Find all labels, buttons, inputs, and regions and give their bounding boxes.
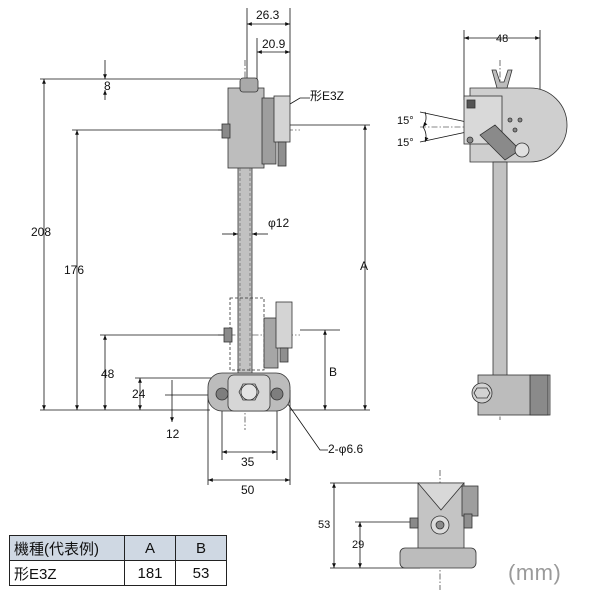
table-row: 形E3Z 181 53 xyxy=(9,560,227,586)
label-dim-12: 12 xyxy=(166,427,180,441)
spec-table: 機種(代表例) A B 形E3Z 181 53 xyxy=(9,535,227,586)
spec-cell-a: 181 xyxy=(124,560,176,586)
side-view: 48 15° 15° xyxy=(397,30,568,420)
spec-table-header-row: 機種(代表例) A B xyxy=(9,535,227,561)
unit-label: (mm) xyxy=(508,560,562,585)
label-dim-208: 208 xyxy=(31,225,51,239)
upper-clamp xyxy=(227,87,265,169)
label-dim-50: 50 xyxy=(241,483,255,497)
label-side-48: 48 xyxy=(496,33,508,45)
label-bottom-29: 29 xyxy=(352,539,364,551)
label-bottom-53: 53 xyxy=(318,519,330,531)
label-dim-176: 176 xyxy=(64,263,84,277)
spec-header-a: A xyxy=(124,535,176,561)
label-model-callout: 形E3Z xyxy=(310,89,344,103)
front-view: 26.3 20.9 8 形E3Z φ12 208 176 48 24 12 A … xyxy=(31,8,370,497)
spec-header-model: 機種(代表例) xyxy=(9,535,125,561)
label-dim-B: B xyxy=(329,365,337,379)
label-dim-A: A xyxy=(360,259,368,273)
label-dim-24: 24 xyxy=(132,387,146,401)
spec-header-b: B xyxy=(175,535,227,561)
label-dim-48: 48 xyxy=(101,367,115,381)
label-dim-8: 8 xyxy=(104,79,111,93)
label-dim-35: 35 xyxy=(241,455,255,469)
spec-cell-model: 形E3Z xyxy=(9,560,125,586)
label-dim-26-3: 26.3 xyxy=(256,8,280,22)
label-angle-lower: 15° xyxy=(397,137,414,149)
label-angle-upper: 15° xyxy=(397,115,414,127)
spec-cell-b: 53 xyxy=(175,560,227,586)
label-rod-diameter: φ12 xyxy=(268,216,289,230)
bottom-view: 53 29 xyxy=(318,470,479,590)
sensor-e3z xyxy=(273,95,291,143)
label-holes: 2-φ6.6 xyxy=(328,442,363,456)
label-dim-20-9: 20.9 xyxy=(262,37,286,51)
